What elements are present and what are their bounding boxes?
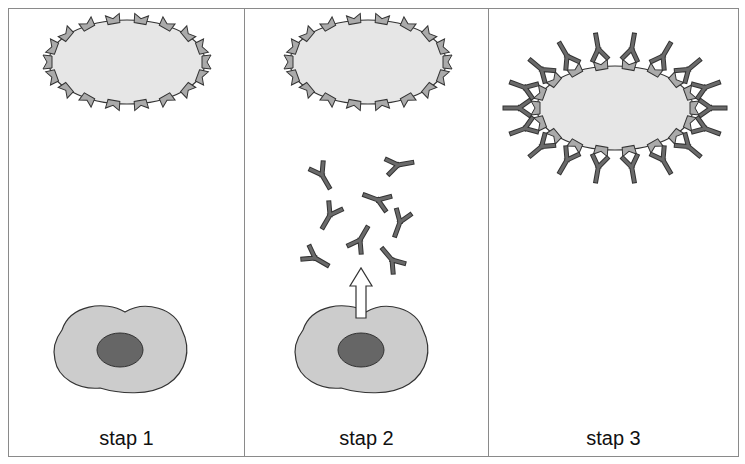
step-label-row: stap 2 <box>245 427 488 450</box>
plasma-cell <box>54 306 187 393</box>
bound-cell <box>505 34 725 182</box>
step-label: stap 3 <box>584 427 642 449</box>
step-label: stap 1 <box>97 427 155 449</box>
plasma-cell <box>295 306 428 393</box>
antigen-cell <box>284 13 452 110</box>
step-panel: stap 3 <box>488 8 739 457</box>
step-panel: stap 2 <box>244 8 489 457</box>
step-panel: stap 1 <box>8 8 245 457</box>
antigen-cell <box>43 13 211 110</box>
secretion-arrow <box>350 268 372 318</box>
free-antibodies <box>303 156 413 272</box>
step-label-row: stap 1 <box>9 427 244 450</box>
step-label: stap 2 <box>337 427 395 449</box>
step-label-row: stap 3 <box>489 427 738 450</box>
